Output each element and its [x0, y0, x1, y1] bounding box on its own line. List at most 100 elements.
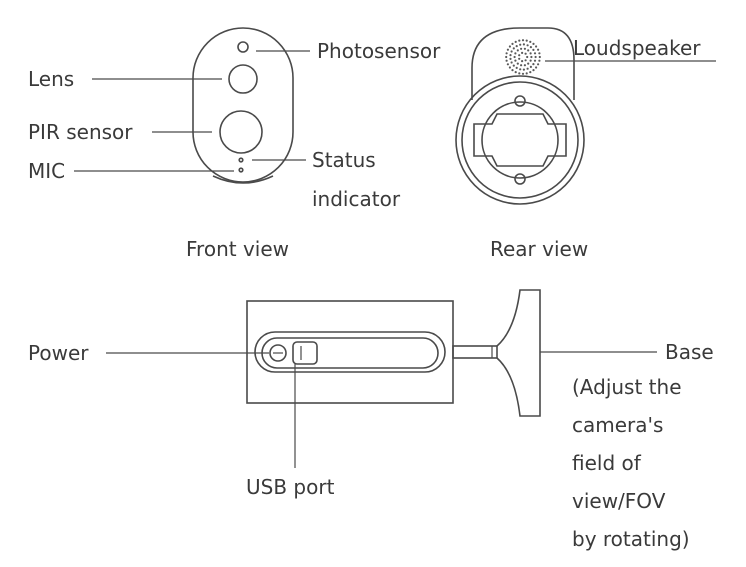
speaker-grille-dot	[518, 39, 521, 42]
speaker-grille-dot	[533, 52, 537, 55]
speaker-grille-dot	[532, 48, 535, 52]
speaker-grille-dot	[527, 62, 530, 65]
lens-label: Lens	[28, 67, 74, 91]
mount-base	[496, 289, 541, 417]
speaker-grille-dot	[515, 66, 518, 69]
speaker-grille-dot	[538, 52, 541, 55]
mount-plate-inner	[461, 81, 579, 199]
speaker-grille-dot	[509, 57, 512, 61]
speaker-grille-dot	[526, 55, 529, 59]
speaker-grille-dot	[509, 54, 512, 57]
speaker-grille-dot	[522, 43, 526, 46]
base-label: Base	[665, 340, 714, 364]
speaker-grille-dot	[514, 52, 517, 55]
speaker-grille-dot	[523, 64, 527, 67]
speaker-grille-dot	[514, 59, 517, 62]
pir-sensor-label: PIR sensor	[28, 120, 133, 144]
speaker-grille-dot	[529, 40, 532, 44]
speaker-grille-dot	[525, 39, 528, 42]
rear-housing	[471, 27, 575, 100]
speaker-grille-dot	[515, 45, 518, 48]
speaker-grille-dot	[516, 62, 519, 65]
speaker-grille-dot	[527, 49, 530, 52]
speaker-grille-dot	[510, 61, 513, 64]
speaker-grille-dot	[535, 45, 538, 48]
base-note-line2: camera's	[572, 413, 663, 437]
speaker-grille-dot	[511, 42, 514, 46]
front-view: Photosensor Lens PIR sensor MIC Status i…	[28, 27, 441, 261]
speaker-grille-dot	[506, 63, 509, 66]
rear-view: Loudspeaker Rear view	[455, 27, 716, 261]
base-note-line3: field of	[572, 451, 642, 475]
mic-dot	[238, 167, 244, 173]
speaker-grille-dot	[524, 52, 527, 55]
usb-port-label: USB port	[246, 475, 335, 499]
speaker-grille-dot	[520, 47, 523, 50]
speaker-grille	[505, 39, 541, 75]
lens-circle	[228, 64, 258, 94]
speaker-grille-dot	[518, 72, 521, 75]
port-panel	[254, 331, 446, 373]
speaker-grille-dot	[514, 40, 517, 44]
speaker-grille-dot	[512, 64, 515, 67]
base-note-line5: by rotating)	[572, 527, 690, 551]
status-label-line1: Status	[312, 148, 376, 172]
speaker-grille-dot	[505, 59, 508, 62]
photosensor-label: Photosensor	[317, 39, 441, 63]
rear-view-caption: Rear view	[490, 237, 588, 261]
speaker-grille-dot	[525, 72, 528, 75]
loudspeaker-label: Loudspeaker	[573, 36, 701, 60]
speaker-grille-dot	[508, 66, 511, 69]
front-view-caption: Front view	[186, 237, 289, 261]
speaker-grille-dot	[521, 72, 525, 75]
speaker-grille-dot	[529, 46, 533, 49]
status-indicator-dot	[238, 157, 244, 163]
speaker-grille-dot	[505, 52, 508, 55]
speaker-grille-dot	[506, 48, 509, 51]
speaker-grille-dot	[512, 47, 515, 50]
speaker-grille-dot	[508, 45, 511, 48]
speaker-grille-dot	[523, 47, 527, 50]
speaker-grille-dot	[518, 54, 521, 57]
speaker-grille-dot	[534, 55, 537, 59]
mount-screw-bottom	[514, 173, 526, 185]
speaker-grille-dot	[532, 69, 535, 72]
speaker-grille-dot	[521, 51, 524, 55]
port-panel-inner	[261, 337, 439, 369]
speaker-grille-dot	[520, 64, 523, 67]
speaker-grille-dot	[532, 63, 535, 66]
speaker-grille-dot	[529, 71, 532, 74]
speaker-grille-dot	[522, 68, 526, 71]
speaker-grille-dot	[529, 65, 533, 68]
speaker-grille-dot	[519, 43, 522, 46]
front-camera-bottom-edge	[212, 175, 274, 184]
mic-label: MIC	[28, 159, 65, 183]
usb-port-icon	[292, 341, 318, 365]
speaker-grille-dot	[533, 59, 537, 62]
mount-plate-outer	[455, 75, 585, 205]
speaker-grille-dot	[526, 67, 529, 70]
speaker-grille-dot	[513, 55, 516, 59]
front-camera-body	[192, 27, 294, 183]
speaker-grille-dot	[505, 55, 508, 59]
speaker-grille-dot	[511, 69, 514, 72]
speaker-grille-dot	[535, 66, 538, 69]
speaker-grille-dot	[530, 55, 533, 59]
speaker-grille-dot	[521, 60, 524, 63]
status-label-line2: indicator	[312, 187, 401, 211]
speaker-grille-dot	[518, 57, 521, 60]
speaker-grille-dot	[526, 44, 529, 47]
speaker-grille-dot	[510, 50, 513, 53]
speaker-grille-dot	[532, 42, 535, 46]
pir-sensor-circle	[219, 110, 263, 154]
speaker-grille-dot	[529, 52, 532, 55]
base-note-line1: (Adjust the	[572, 375, 682, 399]
speaker-grille-dot	[516, 49, 519, 52]
mount-screw-top	[514, 95, 526, 107]
side-view: Power USB port Base (Adjust the camera's…	[28, 289, 714, 551]
base-note-line4: view/FOV	[572, 489, 666, 513]
speaker-grille-dot	[529, 59, 532, 62]
speaker-grille-dot	[514, 71, 517, 74]
power-button-icon	[269, 344, 287, 362]
speaker-grille-dot	[538, 59, 541, 62]
